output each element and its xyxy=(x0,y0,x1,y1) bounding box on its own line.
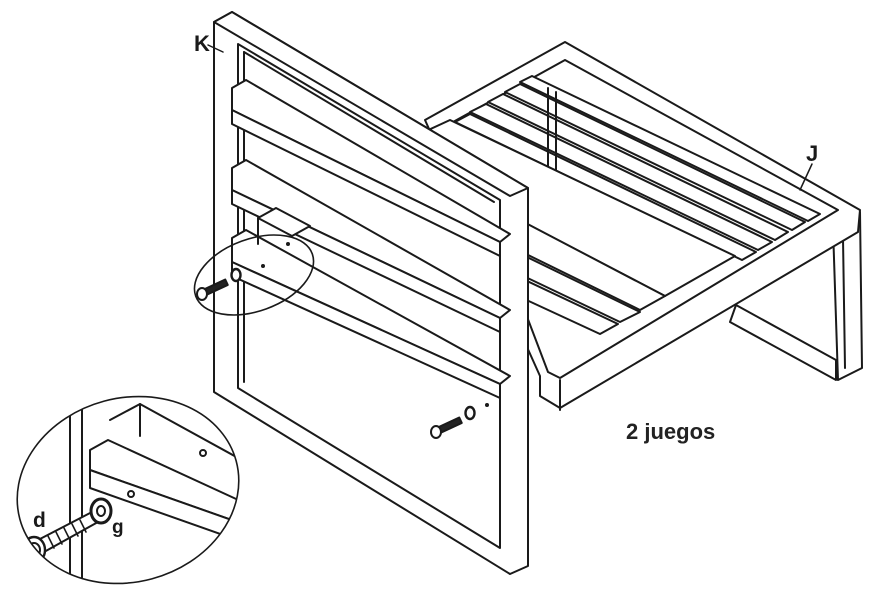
bolt-upper xyxy=(196,267,242,301)
rail-1 xyxy=(231,79,511,243)
part-label-g: g xyxy=(112,517,124,538)
rail-3 xyxy=(231,229,511,385)
seat-slats xyxy=(454,75,821,261)
side-frame-k xyxy=(207,11,529,575)
washer-g-detail xyxy=(89,497,113,525)
rail-2 xyxy=(231,159,511,319)
side-frame-rails xyxy=(231,79,511,399)
detail-ellipse xyxy=(193,234,315,316)
part-label-d: d xyxy=(33,509,46,532)
leader-k xyxy=(207,44,224,53)
part-label-k: K xyxy=(194,31,210,56)
magnified-detail xyxy=(0,380,260,595)
bolt-lower xyxy=(430,405,476,439)
leader-j xyxy=(799,163,813,191)
part-label-j: J xyxy=(806,141,819,166)
quantity-note: 2 juegos xyxy=(626,419,716,444)
seat-bottom-rail xyxy=(729,304,837,381)
